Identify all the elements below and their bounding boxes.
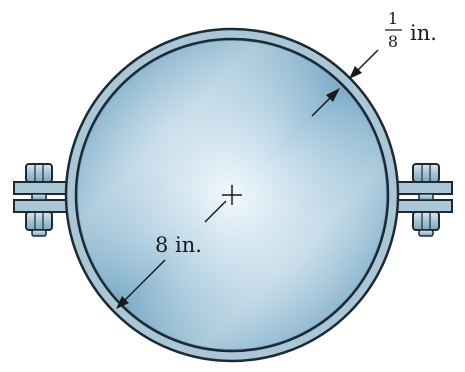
diameter-arrowhead-upper: [326, 88, 340, 102]
center-mark: [222, 185, 242, 205]
right-bolt-assembly: [387, 163, 453, 237]
left-bolt-tip: [31, 229, 47, 237]
left-bolt-head: [25, 163, 53, 183]
thickness-denominator: 8: [388, 32, 398, 51]
left-bolt-shank: [31, 193, 47, 201]
right-nut: [412, 211, 440, 231]
thickness-numerator: 1: [388, 9, 398, 28]
diameter-dimension: [116, 88, 340, 309]
right-bolt-tip: [418, 229, 434, 237]
thickness-arrowhead: [349, 66, 362, 79]
diameter-arrowhead-lower: [116, 296, 129, 309]
thickness-label: 1 8 in.: [385, 9, 437, 51]
thickness-dimension: [349, 49, 379, 79]
thickness-unit: in.: [410, 21, 437, 45]
right-bolt-head: [412, 163, 440, 183]
diameter-label: 8 in.: [155, 233, 202, 257]
right-bolt-shank: [418, 193, 434, 201]
left-nut: [25, 211, 53, 231]
